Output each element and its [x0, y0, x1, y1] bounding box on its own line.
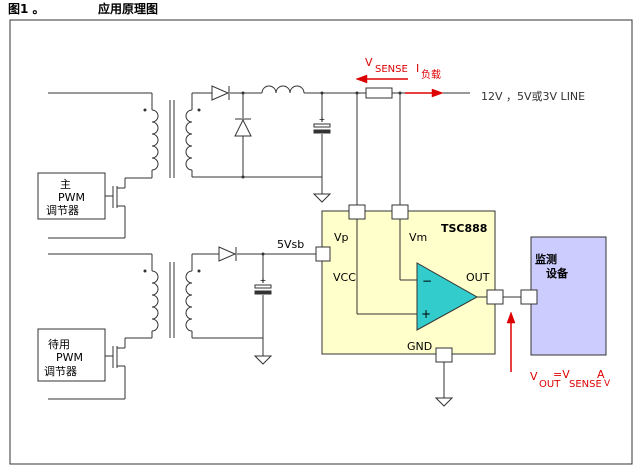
output-line-label: 12V ，5V或3V LINE — [481, 90, 585, 103]
standby-capacitor: + — [254, 276, 272, 295]
ic-internal-wiring — [356, 219, 521, 398]
primary-regulator-line2: PWM — [58, 191, 85, 204]
standby-regulator-line1: 待用 — [48, 337, 70, 351]
vp-pin — [348, 204, 366, 220]
ground-icon — [434, 397, 454, 407]
out-label: OUT — [466, 271, 490, 284]
freewheel-diode — [234, 118, 252, 137]
primary-mosfet — [48, 186, 126, 239]
vm-pin — [391, 204, 409, 220]
standby-diode — [218, 246, 237, 262]
monitor-device — [530, 236, 607, 356]
standby-mosfet — [48, 346, 126, 400]
polarity-dots — [143, 108, 201, 273]
i-load-sub: 负载 — [421, 68, 441, 81]
eq-sense-sub: SENSE — [569, 379, 602, 390]
v-sense-sub: SENSE — [375, 64, 408, 75]
primary-regulator-line3: 调节器 — [46, 204, 79, 217]
primary-transformer-secondary-coil — [185, 109, 193, 171]
load-current-arrow — [405, 88, 444, 98]
op-amp-plus: + — [421, 307, 431, 321]
standby-transformer-secondary-coil — [185, 270, 193, 332]
figure-title: 应用原理图 — [98, 1, 158, 16]
monitor-line2: 设备 — [546, 266, 569, 280]
sense-voltage-arrow — [355, 74, 408, 84]
op-amp-icon — [416, 262, 479, 331]
op-amp-minus: − — [422, 274, 432, 288]
ground-icon — [312, 193, 332, 203]
standby-pwm-regulator — [37, 328, 106, 382]
eq-v: V — [530, 370, 538, 383]
standby-transformer-primary-coil — [151, 270, 159, 332]
eq-out-sub: OUT — [539, 379, 561, 390]
output-inductor — [261, 85, 305, 94]
output-voltage-arrow — [506, 311, 516, 372]
standby-regulator-line2: PWM — [56, 351, 83, 364]
ic-name: TSC888 — [441, 222, 487, 235]
standby-regulator-line3: 调节器 — [44, 365, 77, 378]
monitor-input-pin — [520, 289, 538, 305]
rectifier-diode — [211, 85, 230, 101]
primary-power-stage — [48, 85, 470, 205]
standby-power-stage — [48, 253, 316, 356]
svg-text:+: + — [260, 276, 267, 285]
vm-label: Vm — [409, 231, 427, 244]
eq-gain-sub: V — [604, 379, 611, 389]
figure-label: 图1 。 — [8, 2, 45, 16]
vp-label: Vp — [334, 231, 349, 244]
junction-dots — [241, 91, 402, 256]
tsc888-ic — [321, 210, 496, 355]
gnd-label: GND — [407, 340, 432, 353]
primary-regulator-line1: 主 — [60, 178, 71, 191]
output-capacitor: + — [313, 115, 331, 134]
primary-transformer-primary-coil — [151, 109, 159, 171]
v-sense-main: V — [365, 56, 373, 69]
vcc-label: VCC — [333, 271, 356, 284]
out-pin — [486, 289, 504, 305]
ground-icon — [253, 355, 273, 365]
i-load-main: I — [416, 62, 419, 75]
eq-equals-v: =V — [553, 368, 570, 381]
gnd-pin — [435, 347, 453, 363]
vcc-pin — [315, 246, 331, 262]
figure-frame — [9, 19, 633, 465]
standby-supply-label: 5Vsb — [277, 238, 304, 251]
primary-pwm-regulator — [37, 172, 106, 220]
sense-resistor — [365, 87, 393, 99]
eq-gain: A — [597, 368, 605, 381]
monitor-line1: 监测 — [535, 252, 557, 266]
svg-text:+: + — [319, 115, 326, 124]
